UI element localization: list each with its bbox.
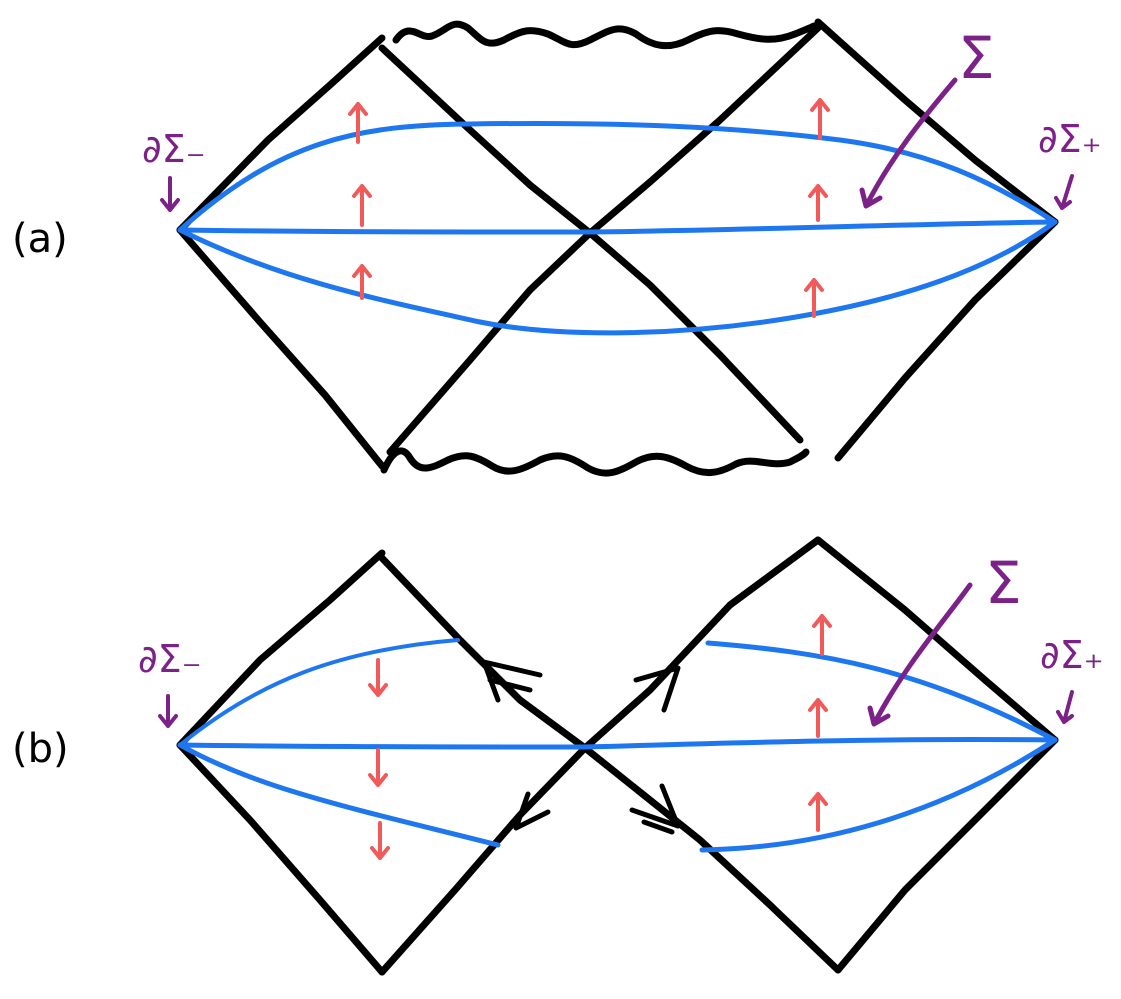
slice-middle — [177, 219, 1058, 235]
panel-a: (a) — [12, 18, 1102, 477]
left-boundary-lower — [176, 226, 386, 470]
arrow-down — [370, 821, 390, 860]
arrow-up — [810, 98, 830, 140]
slice-label: Σ — [958, 24, 995, 92]
arrow-up — [352, 184, 372, 227]
left-slice-lower — [177, 742, 501, 848]
left-diamond-lower-left — [176, 741, 386, 976]
left-boundary-label: ∂Σ₋ — [142, 127, 206, 171]
left-boundary-label: ∂Σ₋ — [138, 637, 202, 681]
arrow-up — [348, 102, 368, 144]
arrow-down — [368, 658, 388, 697]
panel-b-outline — [176, 536, 1059, 976]
past-singularity — [380, 447, 810, 477]
panel-b-label: (b) — [12, 726, 69, 772]
horizon-past-left — [386, 229, 594, 456]
double-arrow-left-horizon — [481, 659, 543, 703]
right-boundary-label: ∂Σ₊ — [1038, 117, 1102, 161]
slice-lower — [177, 219, 1058, 336]
right-boundary-upper — [814, 18, 1059, 226]
left-diamond-upper-left — [176, 549, 386, 749]
panel-a-slices — [177, 120, 1058, 336]
panel-a-annotations: ∂Σ₋ ∂Σ₊ Σ — [142, 24, 1102, 212]
right-diamond-lower-left — [581, 744, 842, 974]
panel-b-flow-arrows — [368, 614, 832, 860]
horizon-past-right — [586, 229, 804, 444]
right-diamond-upper-right — [814, 536, 1059, 744]
arrow-left-horizon-lower — [513, 791, 551, 831]
arrow-up — [812, 614, 832, 656]
arrow-down — [368, 748, 388, 787]
left-diamond-upper-right — [378, 554, 589, 752]
slice-pointer — [867, 582, 973, 727]
panel-b-slices — [177, 638, 1058, 853]
panel-a-label: (a) — [12, 216, 68, 262]
right-boundary-pointer — [1054, 174, 1074, 210]
left-slice-upper — [178, 638, 460, 747]
slice-label: Σ — [985, 549, 1022, 617]
right-slice-upper — [705, 640, 1058, 743]
left-diamond-lower-right — [378, 744, 589, 976]
arrow-up — [808, 792, 828, 832]
panel-b: (b) — [12, 536, 1104, 976]
arrow-up — [808, 698, 828, 738]
slice-pointer — [859, 77, 958, 209]
right-boundary-label: ∂Σ₊ — [1040, 633, 1104, 677]
left-boundary-pointer — [160, 176, 180, 212]
arrow-up — [804, 278, 824, 318]
double-arrow-right-horizon-lower — [629, 783, 681, 835]
arrow-right-horizon-upper — [633, 665, 681, 713]
right-boundary-pointer — [1056, 690, 1074, 724]
panel-a-flow-arrows — [348, 98, 830, 318]
slice-middle — [177, 736, 1058, 750]
future-singularity — [392, 20, 818, 50]
panel-b-annotations: ∂Σ₋ ∂Σ₊ Σ — [138, 549, 1104, 728]
horizon-future-right — [586, 24, 822, 237]
right-diamond-upper-left — [581, 536, 822, 752]
panel-a-outline — [176, 18, 1059, 477]
right-boundary-lower — [834, 218, 1059, 462]
left-boundary-pointer — [158, 694, 178, 728]
left-boundary-upper — [176, 34, 386, 234]
right-diamond-lower-right — [834, 736, 1059, 974]
arrow-up — [808, 184, 828, 222]
panel-b-horizon-arrows — [481, 659, 681, 835]
slice-upper — [177, 120, 1058, 233]
arrow-up — [352, 264, 372, 300]
right-slice-lower — [699, 737, 1058, 853]
horizon-future-left — [378, 44, 594, 237]
